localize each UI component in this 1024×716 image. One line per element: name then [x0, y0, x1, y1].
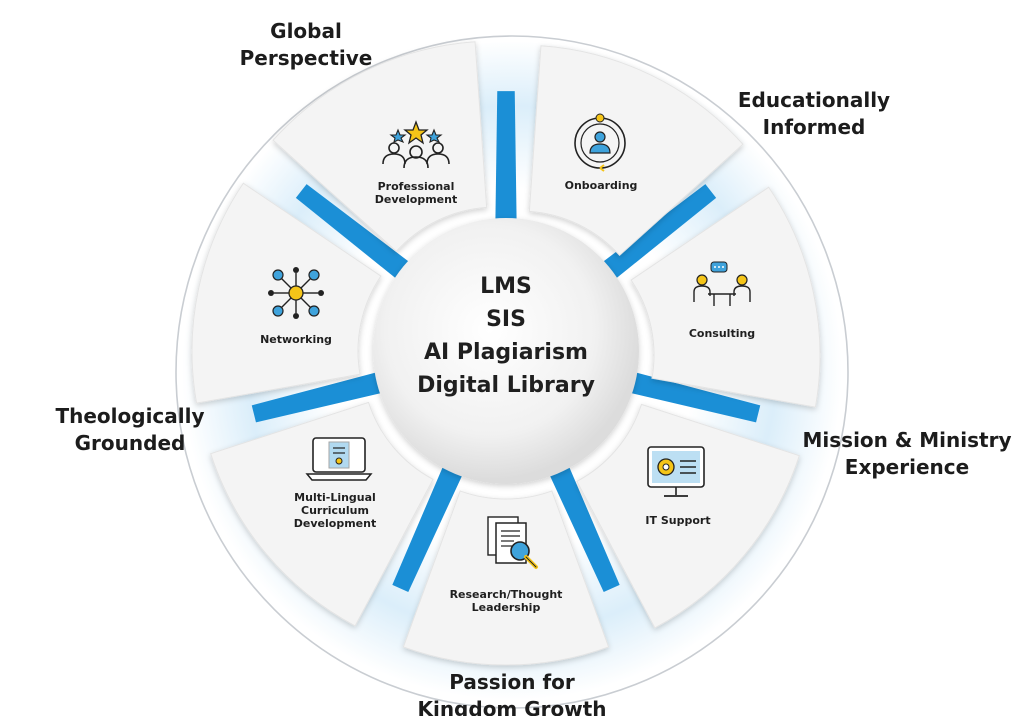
center-line: Digital Library	[417, 373, 595, 398]
center-services-text: LMS SIS AI Plagiarism Digital Library	[376, 270, 636, 402]
segment-consulting	[630, 186, 821, 408]
outer-label-mission-ministry: Mission & Ministry Experience	[802, 428, 1012, 479]
blue-spoke	[295, 184, 416, 284]
networking-icon	[268, 267, 324, 319]
center-line: AI Plagiarism	[424, 340, 588, 365]
blue-spoke	[623, 370, 761, 423]
center-line: LMS	[480, 274, 532, 299]
segment-research	[402, 490, 610, 666]
research-icon	[487, 516, 538, 569]
center-line: SIS	[486, 307, 526, 332]
blue-spoke	[546, 459, 620, 592]
segment-professional	[272, 41, 488, 253]
onboarding-icon	[574, 113, 626, 172]
professional-development-icon	[382, 120, 450, 169]
outer-ring	[175, 35, 849, 709]
segment-label-research: Research/Thought Leadership	[449, 588, 563, 614]
outer-label-theologically-grounded: Theologically Grounded	[55, 404, 205, 455]
segment-label-it-support: IT Support	[645, 514, 711, 527]
segment-label-consulting: Consulting	[688, 327, 756, 340]
outer-label-passion-kingdom: Passion for Kingdom Growth	[417, 670, 607, 716]
curriculum-icon	[305, 437, 373, 481]
segment-it-support	[576, 403, 800, 629]
blue-spokes	[251, 91, 761, 592]
center-circle	[373, 218, 639, 484]
blue-spoke	[495, 91, 517, 228]
segment-label-professional-development: Professional Development	[374, 180, 458, 206]
segment-label-networking: Networking	[260, 333, 332, 346]
blue-spoke	[596, 184, 717, 284]
outer-label-educationally-informed: Educationally Informed	[737, 88, 891, 139]
it-support-icon	[647, 446, 705, 497]
segment-label-multilingual: Multi-Lingual Curriculum Development	[293, 491, 377, 530]
outer-label-global-perspective: Global Perspective	[239, 19, 373, 70]
blue-spoke	[392, 459, 466, 592]
blue-spoke	[251, 370, 389, 423]
segment-label-onboarding: Onboarding	[564, 179, 638, 192]
segment-onboarding	[528, 45, 744, 257]
consulting-icon	[693, 261, 751, 306]
segment-multilingual	[210, 401, 434, 627]
